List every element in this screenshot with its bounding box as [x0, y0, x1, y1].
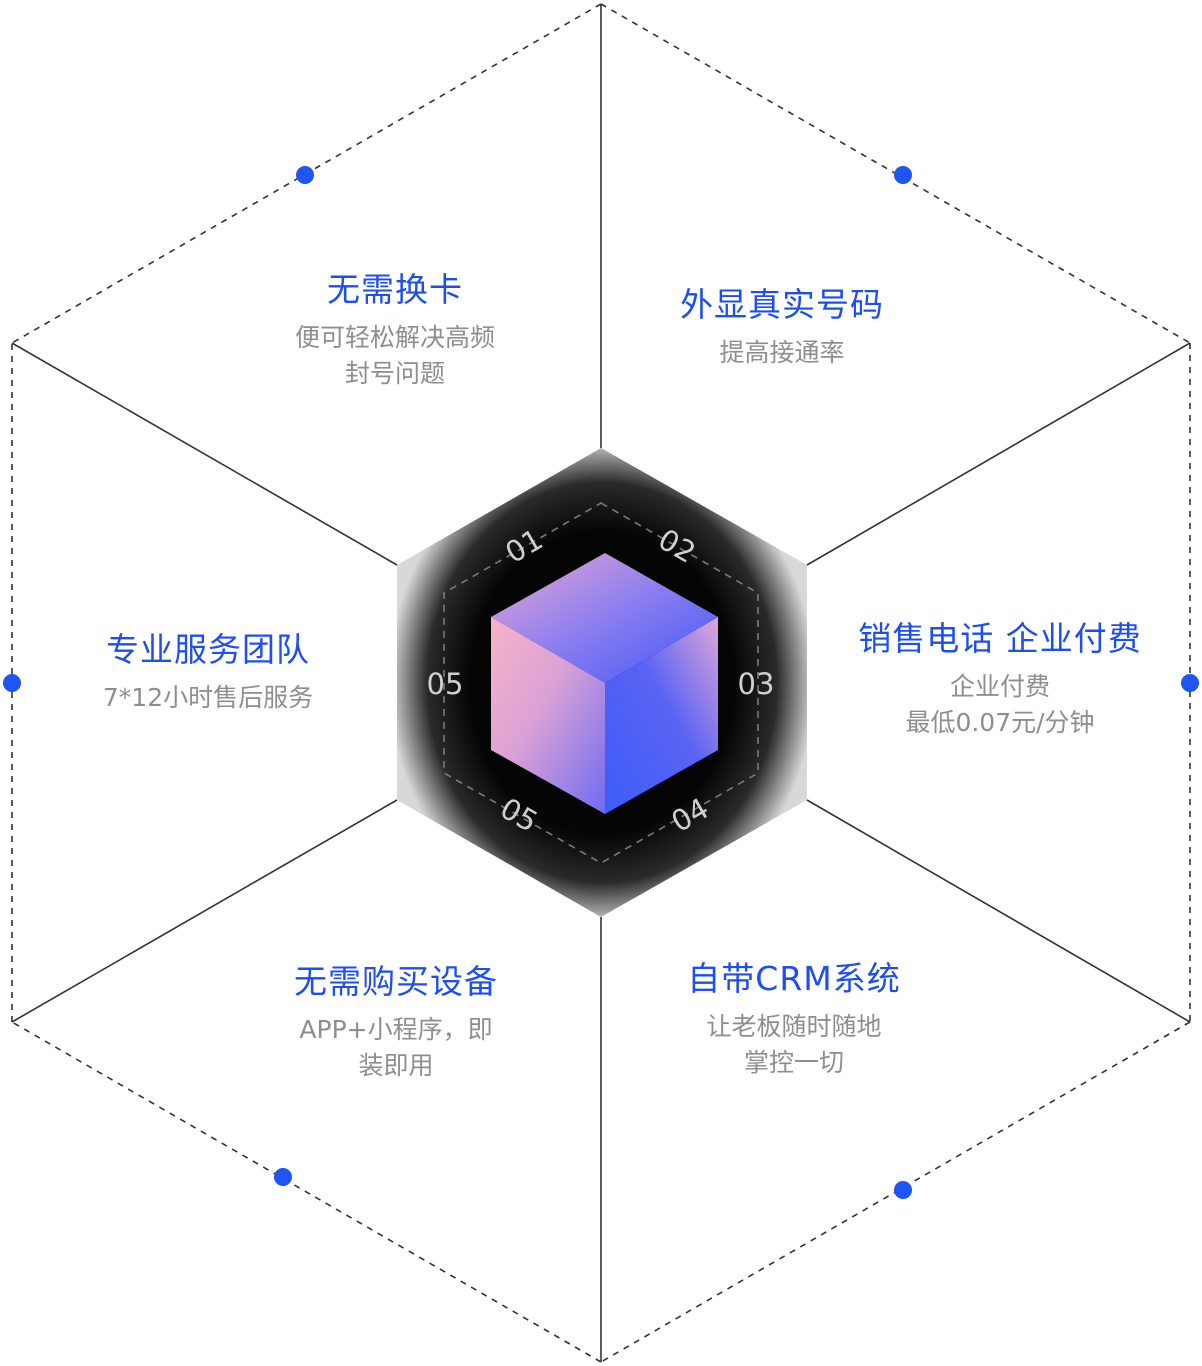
dot-left	[3, 674, 21, 692]
spokes	[11, 4, 1191, 1362]
feature-built-in-crm: 自带CRM系统 让老板随时随地 掌控一切	[687, 957, 900, 1081]
feature-description: 7*12小时售后服务	[103, 680, 313, 716]
feature-no-device-purchase: 无需购买设备 APP+小程序，即 装即用	[294, 960, 498, 1084]
feature-title: 无需购买设备	[294, 962, 498, 1001]
feature-desc-line: 掌控一切	[743, 1048, 845, 1077]
feature-description: 企业付费 最低0.07元/分钟	[858, 669, 1142, 741]
feature-desc-line: 便可轻松解决高频	[294, 323, 496, 352]
center-number-05-left: 05	[427, 667, 464, 701]
feature-description: 提高接通率	[680, 335, 884, 371]
feature-description: 让老板随时随地 掌控一切	[687, 1009, 900, 1081]
cube-graphic	[491, 553, 718, 814]
feature-desc-line: 企业付费	[949, 672, 1050, 701]
spoke-bottom-right	[806, 799, 1191, 1023]
cube-top-face	[491, 553, 718, 683]
inner-dashed-hexagon	[443, 502, 759, 864]
feature-title: 无需换卡	[326, 270, 463, 309]
feature-desc-line: 封号问题	[344, 359, 446, 388]
dot-bottom-left	[274, 1168, 292, 1186]
feature-no-card-swap: 无需换卡 便可轻松解决高频 封号问题	[295, 268, 495, 392]
outer-edge-bottom-left	[11, 1021, 602, 1363]
feature-professional-team: 专业服务团队 7*12小时售后服务	[103, 628, 313, 716]
feature-desc-line: 装即用	[358, 1051, 434, 1080]
feature-desc-line: 最低0.07元/分钟	[905, 708, 1095, 737]
dot-bottom-right	[894, 1181, 912, 1199]
edge-dots	[3, 166, 1199, 1199]
feature-desc-line: 让老板随时随地	[706, 1012, 882, 1041]
dot-top-left	[296, 166, 314, 184]
spoke-bottom-left	[11, 799, 398, 1023]
feature-description: 便可轻松解决高频 封号问题	[295, 320, 495, 392]
spoke-top-right	[806, 342, 1191, 566]
dot-top-right	[894, 166, 912, 184]
spoke-top-left	[11, 342, 398, 566]
feature-title: 销售电话 企业付费	[858, 619, 1142, 658]
feature-enterprise-billing: 销售电话 企业付费 企业付费 最低0.07元/分钟	[858, 617, 1142, 741]
center-number-03: 03	[738, 667, 775, 701]
dot-right	[1181, 674, 1199, 692]
cube-right-face	[605, 617, 718, 814]
cube-left-face	[491, 617, 605, 814]
feature-desc-line: 提高接通率	[719, 338, 845, 367]
feature-desc-line: APP+小程序，即	[299, 1015, 493, 1044]
feature-description: APP+小程序，即 装即用	[294, 1012, 498, 1084]
feature-title: 自带CRM系统	[687, 959, 901, 998]
feature-title: 外显真实号码	[680, 285, 884, 324]
feature-desc-line: 7*12小时售后服务	[102, 683, 314, 712]
feature-real-number-display: 外显真实号码 提高接通率	[680, 283, 884, 371]
feature-title: 专业服务团队	[106, 630, 310, 669]
